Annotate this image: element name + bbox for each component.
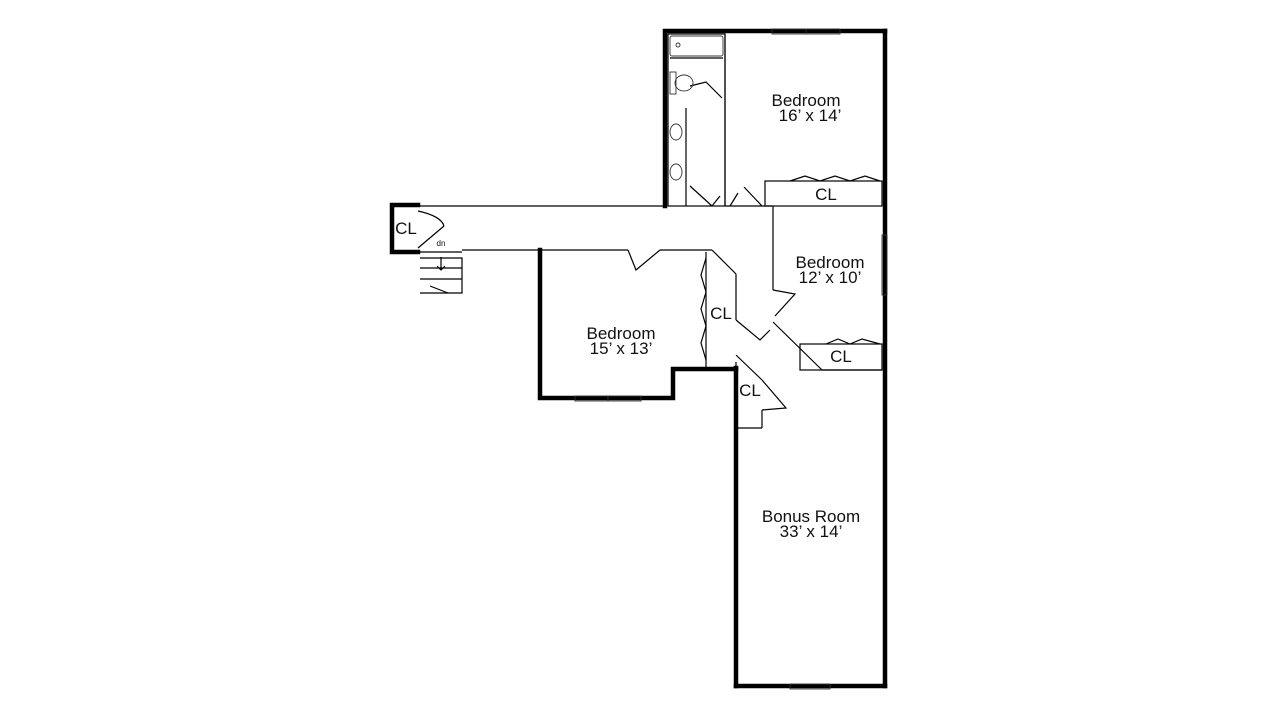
room-name-bedroom-2: Bedroom [796,253,865,272]
room-dims-bonus-room: 33’ x 14’ [780,522,843,541]
bathroom-fixtures [669,35,724,181]
windows [574,28,888,690]
room-dims-bedroom-1: 16’ x 14’ [779,106,842,125]
wall-bed3-outline [537,247,739,401]
door-swings [417,81,797,411]
sink-2 [669,163,683,181]
room-dims-bedroom-3: 15’ x 13’ [590,339,653,358]
closet-label-hall: CL [739,381,761,400]
closet-label-bedroom-1: CL [815,185,837,204]
room-labels: Bedroom 16’ x 14’ Bedroom 12’ x 10’ Bedr… [587,91,865,541]
window-bed2 [881,234,888,296]
room-name-bedroom-3: Bedroom [587,324,656,343]
room-name-bonus-room: Bonus Room [762,507,860,526]
closet-labels: CL CL CL CL CL [395,185,852,400]
toilet-tank [669,71,677,95]
room-name-bedroom-1: Bedroom [772,91,841,110]
tub [669,35,724,57]
interior-walls [418,33,883,429]
wall-top-left [662,28,888,209]
closet-label-stair: CL [395,219,417,238]
room-dims-bedroom-2: 12’ x 10’ [799,268,862,287]
window-bonus [789,683,831,690]
sink-1 [669,123,683,141]
closet-doors [700,175,881,361]
stairs-down-label: dn [437,239,446,248]
toilet-bowl [674,74,694,92]
exterior-walls [389,28,888,689]
closet-label-bedroom-3: CL [710,304,732,323]
closet-label-bedroom-2: CL [830,347,852,366]
wall-stair-closet [389,202,421,255]
